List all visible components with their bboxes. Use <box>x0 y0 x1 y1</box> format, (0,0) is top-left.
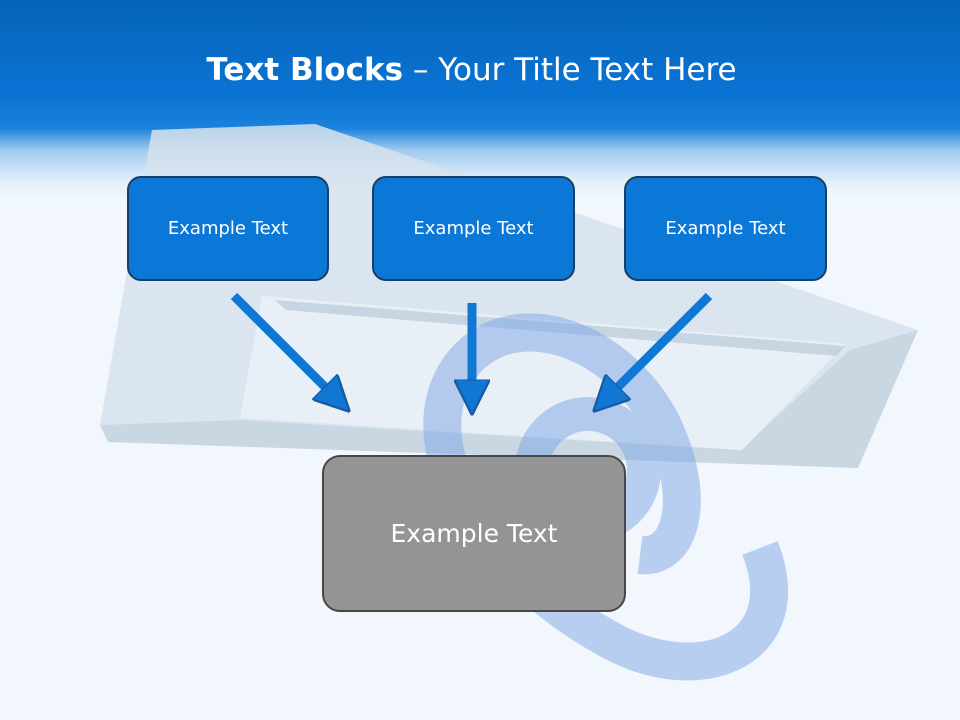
title-rest: Your Title Text Here <box>438 52 737 88</box>
title-dash: – <box>412 52 429 88</box>
arrow-left <box>230 292 327 389</box>
text-block-result: Example Text <box>322 455 626 612</box>
title-bold: Text Blocks <box>206 52 404 88</box>
text-block-1: Example Text <box>127 176 329 281</box>
text-block-2: Example Text <box>372 176 575 281</box>
arrow-right <box>616 292 713 389</box>
slide-title: Text Blocks – Your Title Text Here <box>0 52 943 88</box>
text-block-3: Example Text <box>624 176 827 281</box>
